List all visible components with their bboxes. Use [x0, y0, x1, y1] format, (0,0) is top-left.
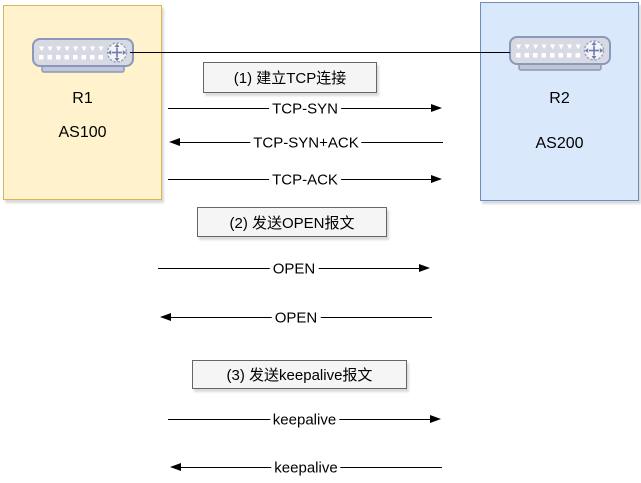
message-arrow-open-left: OPEN [160, 308, 432, 328]
step-label-2: (2) 发送OPEN报文 [197, 207, 387, 237]
as-node-r2: R2 AS200 [480, 2, 639, 201]
router-name-r1: R1 [72, 90, 93, 107]
message-arrow-open-right: OPEN [158, 259, 430, 279]
message-label: OPEN [269, 260, 319, 278]
router-icon [509, 36, 611, 71]
step-label-1: (1) 建立TCP连接 [203, 62, 377, 93]
message-arrow-tcp-syn-ack: TCP-SYN+ACK [169, 133, 443, 153]
as-label-r1: AS100 [58, 124, 107, 141]
as-label-r2: AS200 [535, 135, 584, 152]
message-arrow-keepalive-right: keepalive [168, 410, 441, 430]
arrowhead-left-icon [170, 463, 181, 471]
peer-link-line [130, 52, 510, 53]
message-label: TCP-ACK [269, 171, 341, 189]
arrowhead-left-icon [160, 313, 171, 321]
arrowhead-right-icon [419, 264, 430, 272]
arrowhead-right-icon [430, 415, 441, 423]
as-node-r1: R1 AS100 [3, 5, 162, 200]
step-label-3-text: (3) 发送keepalive报文 [226, 367, 373, 384]
router-icon [32, 38, 134, 73]
arrowhead-left-icon [169, 138, 180, 146]
message-arrow-tcp-ack: TCP-ACK [168, 170, 442, 190]
message-label: OPEN [271, 309, 321, 327]
step-label-2-text: (2) 发送OPEN报文 [229, 214, 355, 232]
router-name-r2: R2 [549, 90, 570, 107]
arrowhead-right-icon [431, 104, 442, 112]
message-label: keepalive [269, 411, 340, 429]
message-label: TCP-SYN+ACK [250, 134, 362, 152]
message-arrow-keepalive-left: keepalive [170, 458, 442, 478]
message-arrow-tcp-syn: TCP-SYN [168, 99, 442, 119]
arrowhead-right-icon [431, 175, 442, 183]
step-label-1-text: (1) 建立TCP连接 [233, 70, 347, 87]
step-label-3: (3) 发送keepalive报文 [192, 360, 407, 389]
message-label: TCP-SYN [269, 100, 341, 118]
message-label: keepalive [271, 459, 341, 477]
